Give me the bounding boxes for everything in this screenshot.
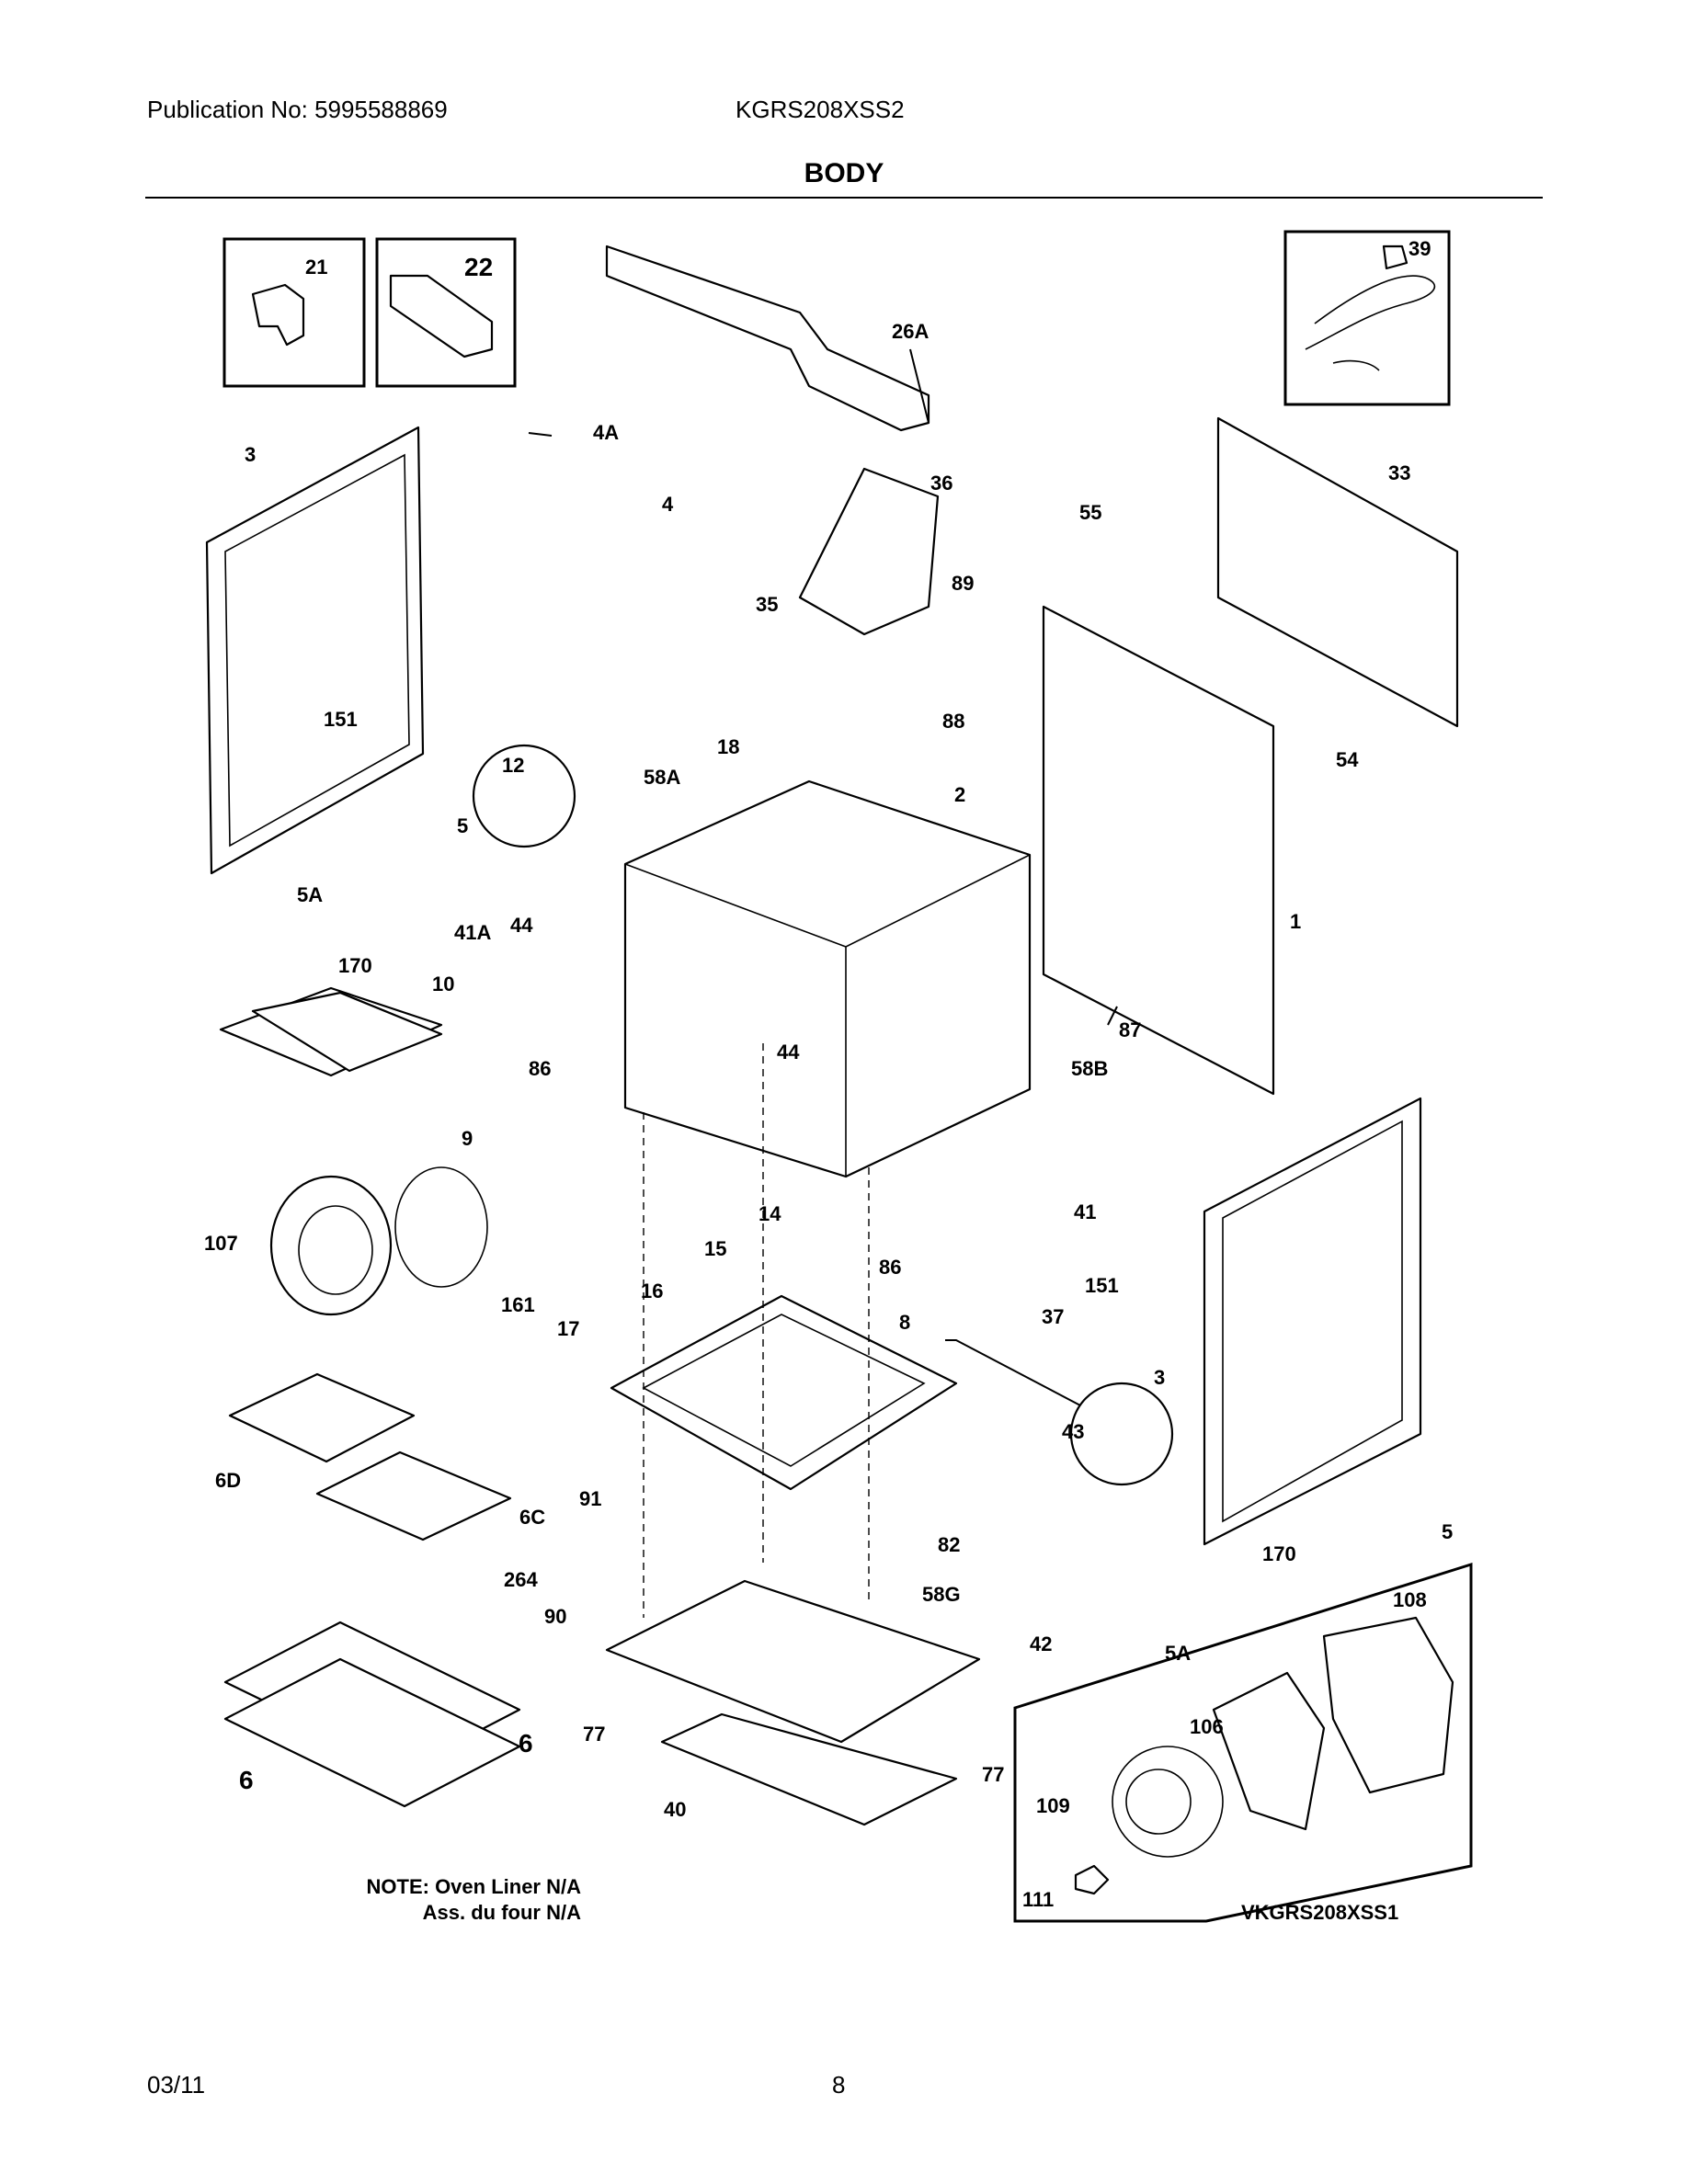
label-22: 22: [464, 253, 493, 281]
inset-box-21: [222, 237, 366, 388]
label-4A: 4A: [593, 421, 619, 444]
label-39: 39: [1409, 237, 1431, 260]
drawer-bottom-40: [660, 1712, 958, 1826]
label-89: 89: [952, 572, 974, 595]
label-44-mid: 44: [777, 1041, 800, 1064]
inset-box-22: [375, 237, 517, 388]
label-54: 54: [1336, 748, 1359, 771]
label-55: 55: [1079, 501, 1101, 524]
label-58B: 58B: [1071, 1057, 1108, 1080]
label-6-upper: 6: [519, 1729, 533, 1757]
label-91: 91: [579, 1487, 601, 1510]
label-8: 8: [899, 1311, 910, 1334]
oven-racks-6D-6C: [228, 1372, 512, 1541]
vent-duct-36: [798, 467, 940, 636]
page-number: 8: [832, 2071, 846, 2099]
note-oven-liner-french: Ass. du four N/A: [422, 1901, 581, 1924]
label-87: 87: [1119, 1018, 1141, 1041]
label-21: 21: [305, 256, 327, 279]
label-5A-right: 5A: [1165, 1642, 1191, 1665]
diagram-code: VKGRS208XSS1: [1241, 1901, 1399, 1924]
label-42: 42: [1030, 1632, 1052, 1655]
header-divider: [145, 197, 1543, 199]
label-17: 17: [557, 1317, 579, 1340]
oven-bottom-8: [610, 1294, 958, 1491]
label-37: 37: [1042, 1305, 1064, 1328]
label-15: 15: [704, 1237, 726, 1260]
label-58G: 58G: [922, 1583, 961, 1606]
label-4: 4: [662, 493, 674, 516]
label-161: 161: [501, 1293, 535, 1316]
inset-box-39: [1283, 230, 1451, 406]
label-3-right: 3: [1154, 1366, 1165, 1389]
label-41: 41: [1074, 1200, 1096, 1223]
label-108: 108: [1393, 1588, 1427, 1611]
label-107: 107: [204, 1232, 238, 1255]
label-109: 109: [1036, 1794, 1070, 1817]
drawer-frame-42: [605, 1579, 981, 1744]
label-170-right: 170: [1262, 1542, 1296, 1565]
label-12: 12: [502, 754, 524, 777]
label-2: 2: [954, 783, 965, 806]
broil-pan: [219, 986, 443, 1077]
element-161: [394, 1166, 488, 1288]
label-5-right: 5: [1442, 1520, 1453, 1543]
label-18: 18: [717, 735, 739, 758]
label-5A-left: 5A: [297, 883, 323, 906]
oven-liner: [623, 779, 1032, 1178]
note-oven-liner: NOTE: Oven Liner N/A: [366, 1875, 581, 1898]
label-86-left: 86: [529, 1057, 551, 1080]
label-43: 43: [1062, 1420, 1084, 1443]
inset-box-fan-assembly: [1013, 1562, 1473, 1923]
label-33: 33: [1388, 461, 1410, 484]
label-1: 1: [1290, 910, 1301, 933]
label-82: 82: [938, 1533, 960, 1556]
label-5-left: 5: [457, 814, 468, 837]
footer-date: 03/11: [147, 2071, 206, 2099]
label-111: 111: [1022, 1888, 1054, 1911]
label-90: 90: [544, 1605, 566, 1628]
leader-lines: [472, 348, 1174, 1618]
label-170-left: 170: [338, 954, 372, 977]
label-3-left: 3: [245, 443, 256, 466]
part-labels: 21 22 39 26A 4A 3 36 33 4 55 35 89 151 8…: [204, 237, 1453, 1911]
label-9: 9: [462, 1127, 473, 1150]
label-14: 14: [758, 1202, 781, 1225]
label-88: 88: [942, 710, 964, 733]
label-77-right: 77: [982, 1763, 1004, 1786]
model-number: KGRS208XSS2: [736, 96, 905, 123]
label-36: 36: [930, 472, 952, 495]
label-6-lower: 6: [239, 1766, 254, 1794]
label-6C: 6C: [519, 1506, 545, 1529]
side-panel-left: [205, 426, 425, 875]
label-44-top: 44: [510, 914, 533, 937]
side-panel-right: [1203, 1097, 1422, 1546]
label-151-left: 151: [324, 708, 358, 731]
publication-number: Publication No: 5995588869: [147, 96, 448, 123]
label-10: 10: [432, 973, 454, 995]
label-41A: 41A: [454, 921, 491, 944]
label-40: 40: [664, 1798, 686, 1821]
label-106: 106: [1190, 1715, 1224, 1738]
rear-panel: [1042, 605, 1275, 1096]
label-151-right: 151: [1085, 1274, 1119, 1297]
support-bracket-26A: [605, 245, 930, 432]
label-77-left: 77: [583, 1723, 605, 1746]
label-26A: 26A: [892, 320, 929, 343]
convection-cover-107: [269, 1175, 393, 1316]
label-264: 264: [504, 1568, 538, 1591]
label-6D: 6D: [215, 1469, 241, 1492]
label-35: 35: [756, 593, 778, 616]
label-16: 16: [641, 1280, 663, 1302]
page-title: BODY: [804, 158, 884, 188]
label-86-right: 86: [879, 1256, 901, 1279]
label-58A: 58A: [644, 766, 680, 789]
oven-racks-6: [223, 1621, 521, 1808]
back-cover: [1216, 416, 1459, 728]
fan-blade-109: [1125, 1769, 1192, 1835]
